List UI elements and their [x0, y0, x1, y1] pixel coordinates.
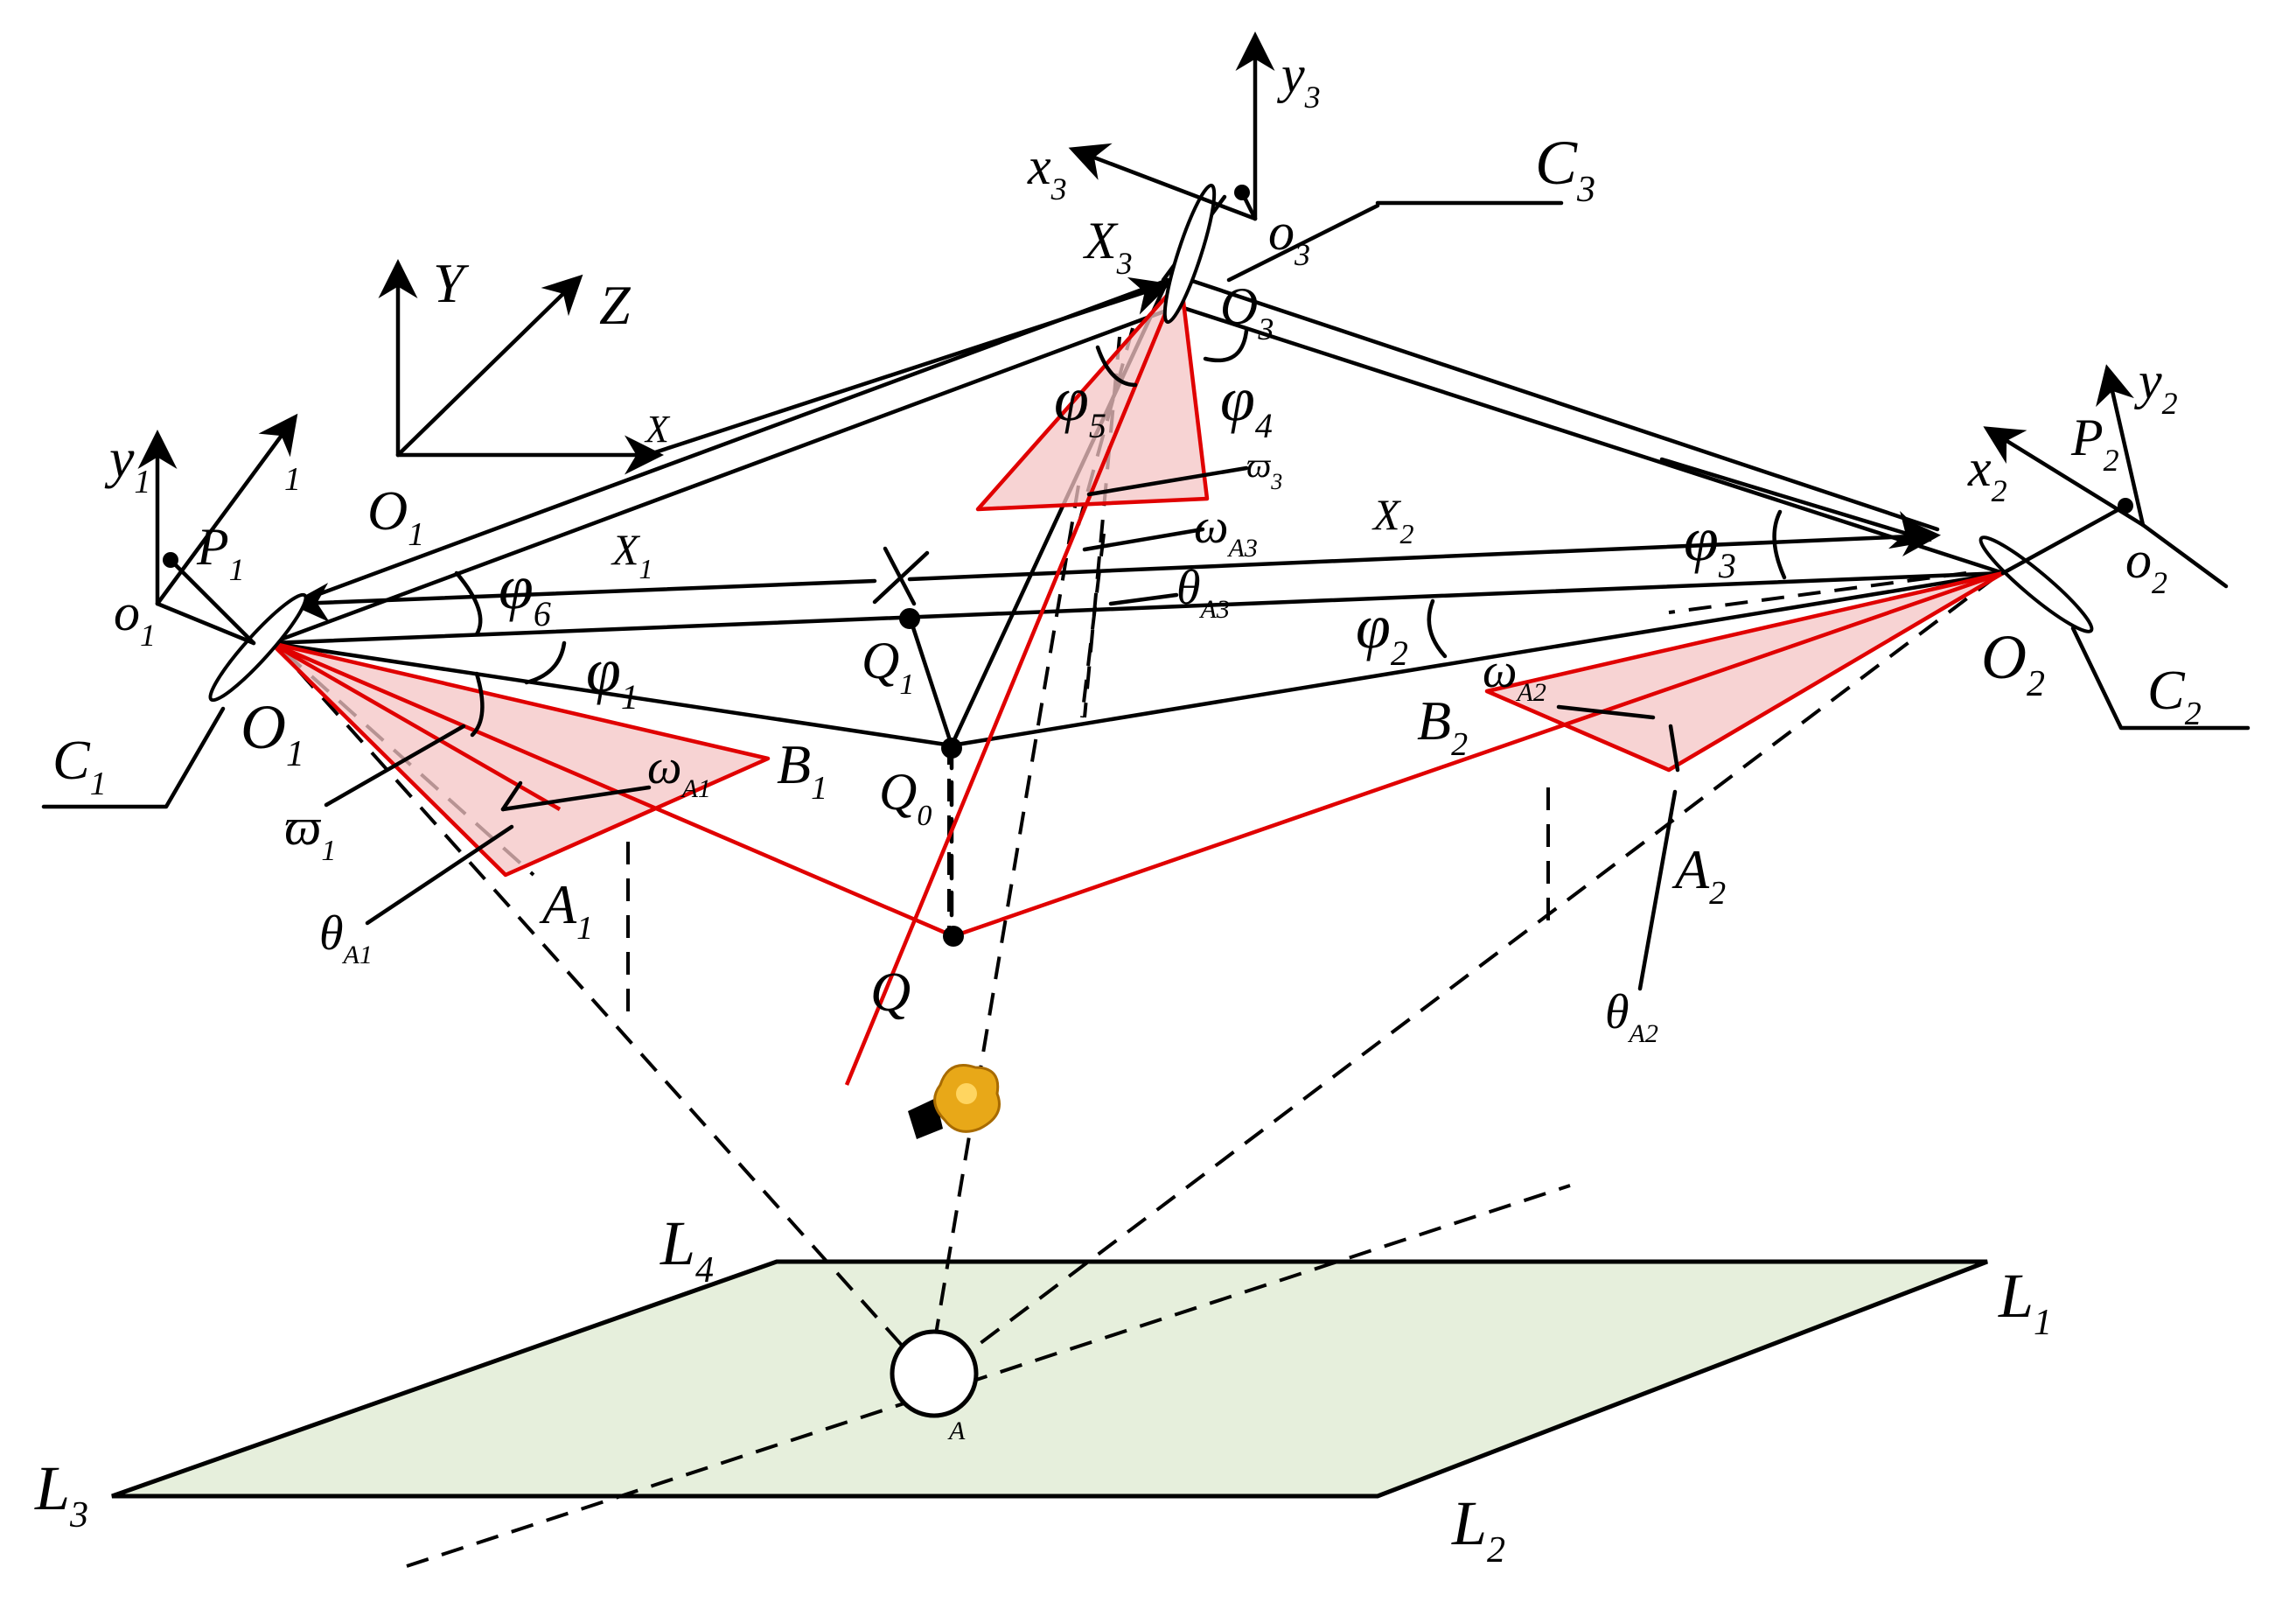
svg-text:P1: P1 [196, 518, 245, 587]
angle-arcs [454, 328, 1787, 738]
svg-text:y2: y2 [2133, 352, 2178, 421]
points [890, 608, 979, 1418]
svg-text:X3: X3 [1083, 212, 1133, 281]
svg-text:φ1: φ1 [586, 635, 639, 717]
camera-3 [1068, 31, 1564, 325]
svg-text:L3: L3 [34, 1453, 88, 1536]
point-q1 [899, 608, 920, 629]
triangle-a2 [1484, 570, 2006, 773]
svg-text:O3: O3 [1220, 277, 1274, 346]
svg-text:φ2: φ2 [1356, 591, 1408, 673]
q1-marker [872, 546, 930, 606]
svg-text:X1: X1 [611, 525, 653, 584]
svg-text:y1: y1 [104, 427, 150, 500]
svg-text:A2: A2 [1671, 838, 1726, 912]
svg-text:φ5: φ5 [1054, 364, 1106, 445]
svg-text:O2: O2 [1981, 622, 2045, 704]
flying-object-icon [908, 1064, 1001, 1139]
svg-text:θA2: θA2 [1605, 985, 1658, 1048]
svg-text:Z: Z [599, 274, 632, 336]
svg-text:ϖ3: ϖ3 [1246, 445, 1282, 494]
baseline-arrow-o3 [645, 276, 1171, 458]
svg-text:φ4: φ4 [1220, 364, 1273, 445]
svg-text:Q1: Q1 [862, 632, 914, 701]
svg-text:C2: C2 [2147, 659, 2202, 732]
svg-text:φ3: φ3 [1684, 504, 1736, 585]
svg-text:ϖ1: ϖ1 [284, 798, 336, 867]
svg-text:φ6: φ6 [499, 552, 551, 633]
svg-text:L2: L2 [1451, 1488, 1505, 1571]
svg-text:ωA1: ωA1 [647, 740, 711, 803]
svg-text:ωA3: ωA3 [1194, 500, 1258, 563]
svg-text:X: X [644, 408, 671, 451]
svg-text:B1: B1 [777, 733, 827, 807]
svg-text:y3: y3 [1276, 45, 1321, 115]
camera-1 [41, 413, 308, 809]
target-marker [890, 1329, 979, 1418]
svg-text:L1: L1 [1998, 1261, 2052, 1343]
svg-text:x3: x3 [1027, 137, 1067, 206]
svg-text:B2: B2 [1417, 689, 1468, 763]
svg-text:θA3: θA3 [1176, 561, 1230, 624]
svg-text:1: 1 [284, 461, 301, 498]
svg-text:Q: Q [870, 961, 911, 1023]
svg-text:Q0: Q0 [879, 763, 932, 832]
svg-text:A1: A1 [539, 873, 593, 947]
baseline-arrow-x1 [290, 578, 877, 623]
point-q [943, 926, 964, 947]
svg-text:o2: o2 [2125, 531, 2167, 600]
svg-text:ωA2: ωA2 [1483, 644, 1546, 707]
baseline-arrow-o2 [1659, 457, 1932, 549]
svg-text:O1: O1 [241, 692, 304, 774]
svg-text:A: A [947, 1417, 966, 1445]
triangle-a1 [269, 640, 771, 878]
svg-text:O1: O1 [367, 479, 424, 553]
world-axes [378, 259, 664, 475]
svg-text:C3: C3 [1535, 128, 1595, 210]
svg-text:P2: P2 [2070, 409, 2119, 478]
svg-text:Y: Y [433, 252, 470, 314]
svg-text:C1: C1 [52, 729, 107, 802]
baseline-arrow-x2 [907, 517, 1941, 582]
camera-2 [1978, 364, 2251, 731]
point-q0 [941, 738, 962, 759]
leader-lines [324, 194, 1680, 991]
svg-text:o3: o3 [1268, 203, 1310, 272]
labels: Y Z X O1 y1 1 P1 o1 C1 O1 y3 x3 X3 o3 O3… [34, 45, 2202, 1571]
svg-text:θA1: θA1 [319, 906, 373, 969]
svg-text:X2: X2 [1371, 490, 1414, 549]
ground-plane [111, 1259, 1988, 1499]
svg-text:x2: x2 [1967, 439, 2007, 508]
sight-rays [269, 277, 2006, 1086]
triangle-a3 [975, 277, 1210, 512]
svg-text:o1: o1 [114, 584, 156, 653]
svg-text:L4: L4 [659, 1208, 714, 1291]
